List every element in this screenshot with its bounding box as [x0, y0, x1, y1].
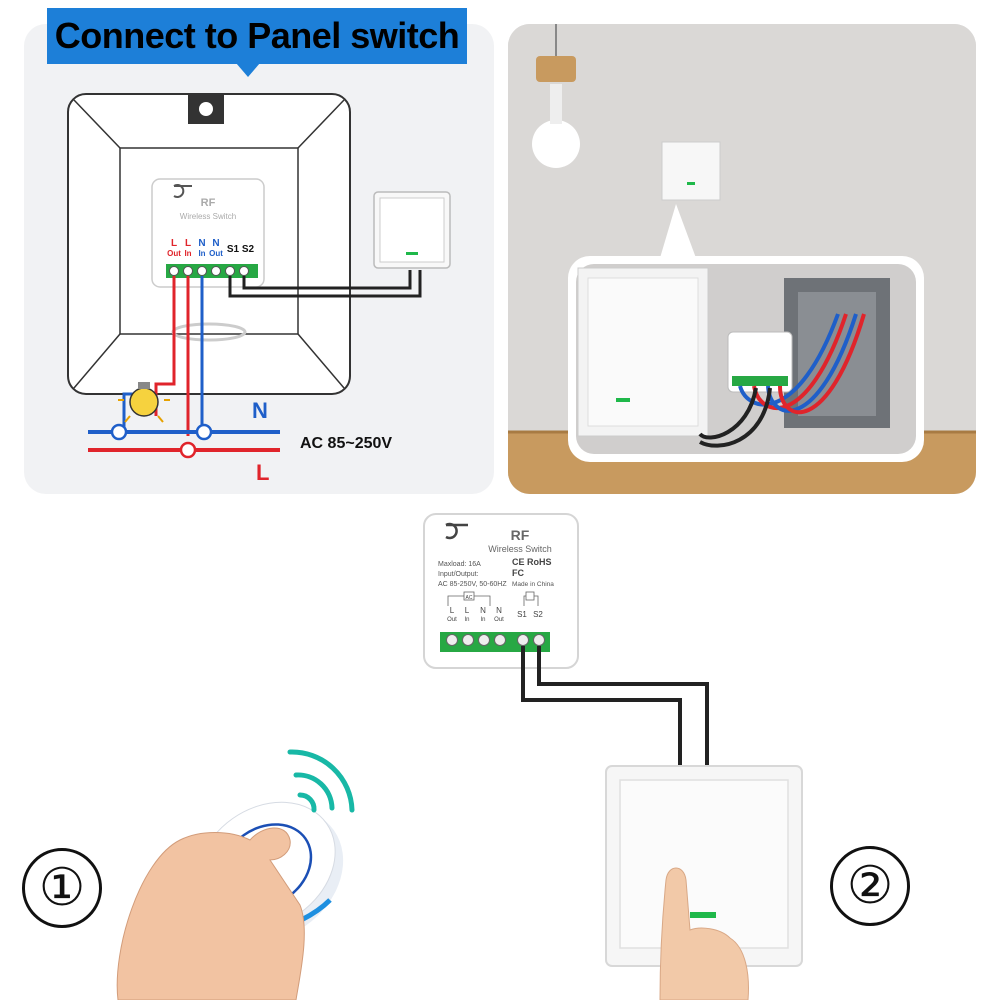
- maxload-label: Maxload: 16A: [438, 561, 481, 568]
- light-bulb-icon: [129, 387, 159, 417]
- cert-label: CE RoHS: [512, 557, 552, 567]
- terminal-label-l-out: L: [171, 238, 177, 249]
- lamp-shade: [536, 56, 576, 82]
- rf-module: [151, 178, 265, 288]
- s1-wire: [521, 646, 682, 768]
- wall-switch-large: [605, 765, 803, 967]
- module-brand: RF: [201, 197, 216, 209]
- live-label: L: [256, 460, 269, 485]
- wireless-signal-icon: [287, 749, 355, 813]
- wiring-diagram: RF Wireless Switch L L N N S1 S2 Out In …: [67, 93, 451, 485]
- installation-illustration: [508, 24, 976, 494]
- terminal-sub-out: Out: [167, 249, 181, 258]
- method-1-badge: ①: [22, 848, 102, 928]
- method-2-badge: ②: [830, 846, 910, 926]
- module-subtitle: Wireless Switch: [180, 212, 236, 221]
- ac-symbol-label: AC: [466, 595, 473, 601]
- terminal-label-n-out: N: [496, 606, 502, 615]
- io-value: AC 85-250V, 50-60HZ: [438, 581, 507, 588]
- terminal-sub-in: In: [480, 617, 485, 623]
- s2-wire: [537, 646, 709, 768]
- rf-module-large: [423, 513, 579, 669]
- terminal-label-s2: S2: [242, 244, 255, 255]
- terminal-label-l-in: L: [185, 238, 191, 249]
- installation-photo-panel: [508, 24, 976, 494]
- terminal-sub-in: In: [184, 249, 191, 258]
- terminal-label-n-out: N: [212, 238, 219, 249]
- terminal-sub-out: Out: [494, 617, 504, 623]
- terminal-label-n-in: N: [480, 606, 486, 615]
- switch-indicator-large: [690, 912, 716, 918]
- terminal-label-l-in: L: [465, 606, 470, 615]
- wall-switch: [661, 141, 721, 201]
- voltage-label: AC 85~250V: [300, 435, 392, 452]
- wall-box-inner: [119, 147, 299, 335]
- rf-remote: [196, 801, 344, 943]
- terminal-label-l-out: L: [450, 606, 455, 615]
- made-in-label: Made in China: [512, 581, 554, 588]
- hand-icon: [116, 827, 305, 1000]
- lamp-bulb-icon: [532, 120, 580, 168]
- wiring-diagram-panel: RF Wireless Switch L L N N S1 S2 Out In …: [24, 24, 494, 494]
- fc-label: FC: [512, 568, 524, 578]
- neutral-label: N: [252, 398, 268, 423]
- module-brand-large: RF: [511, 527, 530, 543]
- terminal-label-s2: S2: [533, 610, 543, 619]
- terminal-block-large: [440, 632, 550, 652]
- terminal-label-s1: S1: [227, 244, 240, 255]
- finger-icon: [659, 867, 749, 1000]
- module-logo-icon: [445, 522, 458, 540]
- terminal-sub-out: Out: [447, 617, 457, 623]
- terminal-label-n-in: N: [198, 238, 205, 249]
- module-subtitle-large: Wireless Switch: [488, 544, 552, 554]
- io-label: Input/Output:: [438, 571, 479, 578]
- terminal-sub-in: In: [198, 249, 205, 258]
- title-banner: Connect to Panel switch: [47, 8, 467, 64]
- switch-indicator: [406, 252, 418, 255]
- terminal-label-s1: S1: [517, 610, 527, 619]
- banner-pointer: [236, 63, 260, 77]
- terminal-sub-out: Out: [209, 249, 223, 258]
- terminal-sub-in: In: [464, 617, 469, 623]
